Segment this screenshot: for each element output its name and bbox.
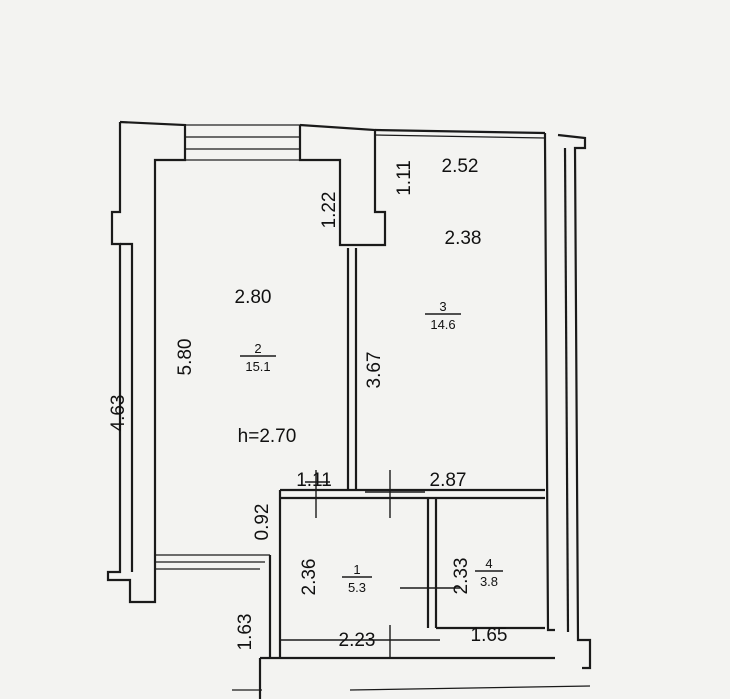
dimension-2-80: 2.80 (235, 287, 272, 308)
interior-walls (155, 248, 545, 658)
dimension-1-63: 1.63 (235, 614, 256, 651)
room-2-label: 2 15.1 (240, 341, 276, 374)
dimension-2-33: 2.33 (451, 558, 472, 595)
room-4-label: 4 3.8 (475, 556, 503, 589)
dimension-0-92: 0.92 (252, 504, 273, 541)
room-3-label: 3 14.6 (425, 299, 461, 332)
dimension-1-65: 1.65 (471, 625, 508, 646)
dimension-2-36: 2.36 (299, 559, 320, 596)
ceiling-height: h=2.70 (238, 426, 297, 447)
room-3-number: 3 (439, 299, 446, 314)
room-3-area: 14.6 (430, 317, 455, 332)
dimension-2-87: 2.87 (430, 470, 467, 491)
room-2-number: 2 (254, 341, 261, 356)
dimension-ticks (280, 470, 460, 658)
dimension-4-63: 4.63 (108, 395, 129, 432)
dimension-5-80: 5.80 (175, 339, 196, 376)
dimension-1-11-bottom: 1.11 (296, 470, 332, 491)
room-4-number: 4 (485, 556, 492, 571)
dimension-2-23: 2.23 (339, 630, 376, 651)
dimension-1-22: 1.22 (319, 192, 340, 229)
room-1-area: 5.3 (348, 580, 366, 595)
room-2-area: 15.1 (245, 359, 270, 374)
room-4-area: 3.8 (480, 574, 498, 589)
room-1-label: 1 5.3 (342, 562, 372, 595)
dimension-3-67: 3.67 (364, 352, 385, 389)
room-1-number: 1 (353, 562, 360, 577)
dimension-2-52: 2.52 (442, 156, 479, 177)
dimension-1-11-top: 1.11 (394, 160, 415, 196)
dimension-2-38: 2.38 (445, 228, 482, 249)
outer-walls (106, 120, 592, 699)
